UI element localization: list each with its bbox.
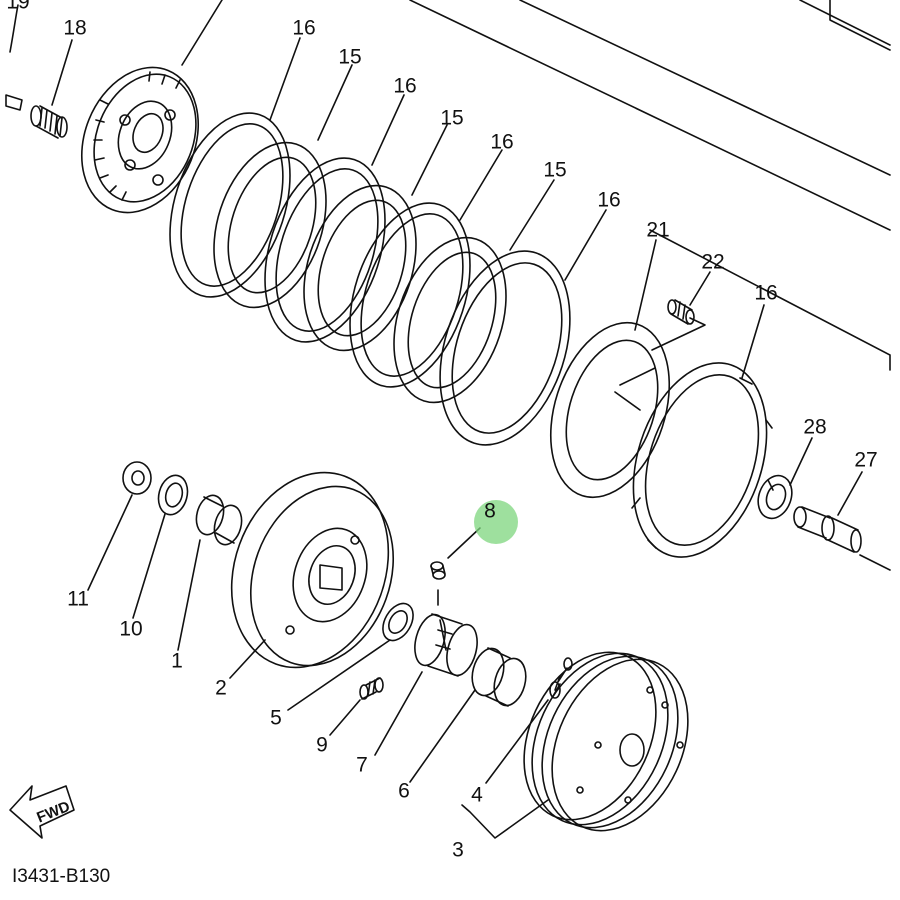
part-2-clutch-housing	[230, 471, 395, 669]
callout-15[interactable]: 15	[338, 45, 362, 69]
callout-4[interactable]: 4	[471, 783, 483, 807]
callout-19[interactable]: 19	[6, 0, 30, 14]
part-1-collar	[195, 494, 243, 546]
part-3-primary-driven-gear	[523, 651, 689, 832]
fwd-arrow-icon: FWD	[9, 785, 75, 839]
callout-21[interactable]: 21	[646, 218, 670, 242]
callout-8-highlight[interactable]	[474, 500, 518, 544]
callout-10[interactable]: 10	[119, 617, 143, 641]
diagram-code: I3431-B130	[12, 866, 111, 887]
callout-16[interactable]: 16	[490, 130, 514, 154]
part-6-sleeve	[471, 647, 527, 707]
callout-5[interactable]: 5	[270, 706, 282, 730]
callout-2[interactable]: 2	[215, 676, 227, 700]
part-pressure-plate	[80, 66, 200, 214]
housing-outline	[9, 0, 891, 571]
callout-16[interactable]: 16	[754, 281, 778, 305]
callout-16[interactable]: 16	[597, 188, 621, 212]
callout-27[interactable]: 27	[854, 448, 878, 472]
callout-3[interactable]: 3	[452, 838, 464, 862]
part-10-washer	[157, 474, 189, 516]
callout-22[interactable]: 22	[701, 250, 725, 274]
clutch-plate-stack	[169, 112, 774, 558]
part-27-push-rod	[793, 506, 862, 553]
callout-16[interactable]: 16	[393, 74, 417, 98]
callout-11[interactable]: 11	[67, 587, 89, 611]
leader-lines	[51, 0, 863, 839]
part-9-spring	[359, 677, 384, 700]
callout-28[interactable]: 28	[803, 415, 827, 439]
callout-8[interactable]: 8	[484, 499, 496, 523]
part-5-washer	[382, 602, 414, 642]
part-22-spring	[651, 299, 706, 351]
callout-6[interactable]: 6	[398, 779, 410, 803]
callout-18[interactable]: 18	[63, 16, 87, 40]
callout-15[interactable]: 15	[440, 106, 464, 130]
callout-9[interactable]: 9	[316, 733, 328, 757]
part-11-nut	[122, 461, 152, 495]
part-19-fragment	[5, 94, 23, 111]
part-8-pin	[430, 527, 481, 606]
part-7-needle-bearing	[414, 613, 478, 677]
callout-15[interactable]: 15	[543, 158, 567, 182]
callout-1[interactable]: 1	[171, 649, 183, 673]
part-28-bearing	[757, 474, 793, 520]
part-18-spring	[30, 105, 68, 139]
callout-7[interactable]: 7	[356, 753, 368, 777]
callout-16[interactable]: 16	[292, 16, 316, 40]
